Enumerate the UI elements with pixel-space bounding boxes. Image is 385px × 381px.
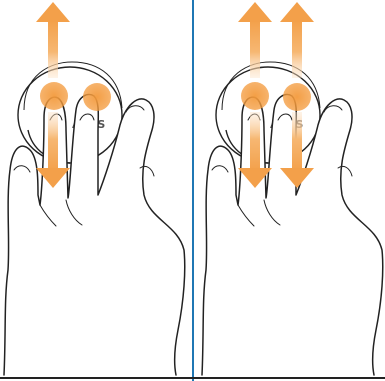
touch-point-left-1	[40, 82, 68, 110]
touch-point-left-2	[83, 83, 111, 111]
touch-point-right-2	[283, 83, 311, 111]
panel-right: ASUS	[202, 2, 383, 375]
panel-left: ASUS	[4, 2, 185, 375]
arrow-up-right-2	[280, 2, 314, 78]
hand-left	[4, 95, 185, 375]
touch-point-right-1	[241, 82, 269, 110]
mouse-right	[216, 62, 320, 163]
mouse-left	[18, 62, 122, 163]
